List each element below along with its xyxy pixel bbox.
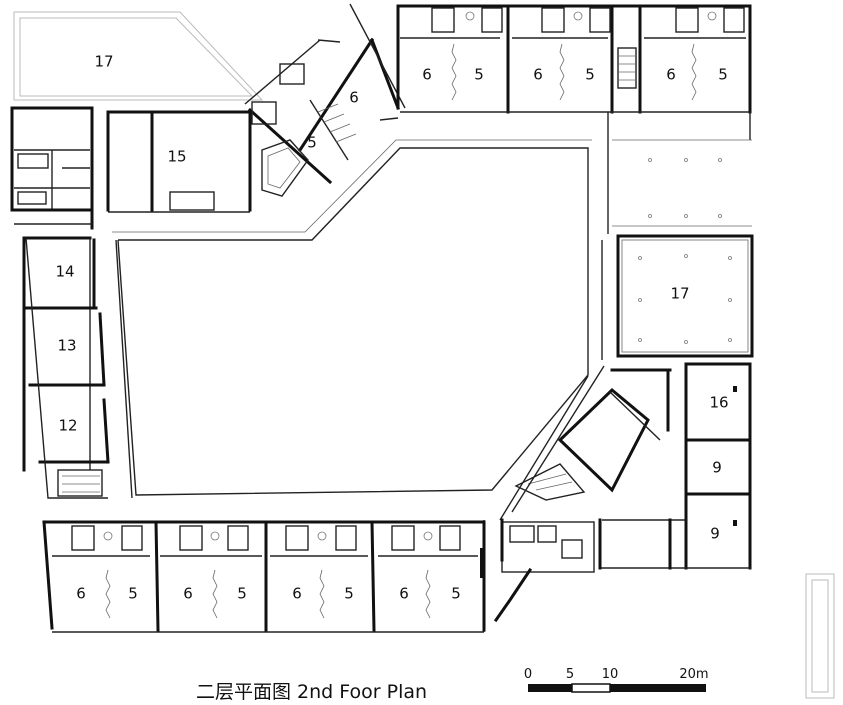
plan-title: 二层平面图 2nd Foor Plan (196, 681, 427, 703)
room-5-south-b-label: 5 (237, 585, 247, 603)
room-17-north-label: 17 (94, 53, 113, 71)
courtyard-outline (112, 139, 592, 496)
west-wing (10, 106, 252, 499)
scale-tick-5: 5 (566, 667, 574, 682)
room-14-label: 14 (55, 263, 74, 281)
room-labels: 17 15 6 5 6 5 6 5 6 5 14 13 12 17 16 9 9… (55, 53, 728, 603)
south-units (42, 520, 486, 633)
room-12-label: 12 (58, 417, 77, 435)
room-5-south-d-label: 5 (451, 585, 461, 603)
room-6-south-c-label: 6 (292, 585, 302, 603)
room-6-north-a-label: 6 (422, 66, 432, 84)
room-13-label: 13 (57, 337, 76, 355)
room-5-north-a-label: 5 (474, 66, 484, 84)
room-6-south-a-label: 6 (76, 585, 86, 603)
room-6-south-b-label: 6 (183, 585, 193, 603)
room-15-label: 15 (167, 148, 186, 166)
room-9-b-label: 9 (710, 525, 720, 543)
room-6-south-d-label: 6 (399, 585, 409, 603)
room-6-north-c-label: 6 (666, 66, 676, 84)
scale-tick-10: 10 (602, 667, 619, 682)
room-5-north-c-label: 5 (718, 66, 728, 84)
south-toilets (483, 518, 595, 632)
room-17-east-label: 17 (670, 285, 689, 303)
room-5-north-b-label: 5 (585, 66, 595, 84)
room-16-label: 16 (709, 394, 728, 412)
east-hall-17 (601, 139, 754, 360)
scale-tick-20m: 20m (679, 667, 708, 682)
room-5-south-a-label: 5 (128, 585, 138, 603)
east-rooms (514, 362, 752, 570)
north-units (396, 4, 752, 234)
scale-bar: 0 5 10 20m (524, 667, 709, 693)
side-elevation-block (805, 573, 835, 699)
hall-17-north (13, 11, 264, 101)
north-diagonal-wing (244, 3, 406, 197)
room-5-northwest-label: 5 (307, 134, 317, 152)
room-9-a-label: 9 (712, 459, 722, 477)
room-6-north-b-label: 6 (533, 66, 543, 84)
scale-tick-0: 0 (524, 667, 532, 682)
room-6-northwest-label: 6 (349, 89, 359, 107)
room-5-south-c-label: 5 (344, 585, 354, 603)
south-diagonal (499, 365, 605, 521)
